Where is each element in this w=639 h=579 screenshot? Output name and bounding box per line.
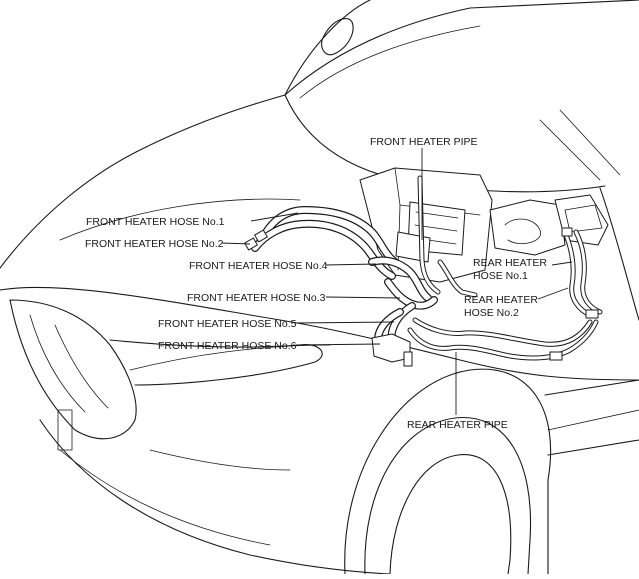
tire-outer bbox=[364, 416, 532, 575]
door-line bbox=[547, 409, 639, 431]
bumper-line bbox=[59, 449, 271, 546]
wheel-arch bbox=[344, 368, 552, 575]
clamp-hose-no1 bbox=[254, 229, 268, 243]
a-pillar bbox=[284, 0, 371, 96]
label-front-heater-pipe: FRONT HEATER PIPE bbox=[370, 136, 478, 148]
fender-line bbox=[0, 286, 639, 381]
fog-lamp bbox=[149, 449, 291, 471]
rear-unit bbox=[489, 199, 566, 256]
wiper-2 bbox=[559, 109, 621, 176]
clamp-hose-no2 bbox=[244, 237, 258, 251]
hood-crease bbox=[59, 198, 301, 241]
tire-inner bbox=[389, 454, 512, 575]
leader-hose-no2 bbox=[221, 242, 251, 245]
grille-outline bbox=[9, 299, 137, 440]
leader-hose-no3 bbox=[325, 296, 401, 299]
label-front-heater-hose-no3: FRONT HEATER HOSE No.3 bbox=[187, 292, 326, 304]
label-rear-heater-hose-no1-line2: HOSE No.1 bbox=[473, 270, 528, 282]
windshield-inner bbox=[299, 25, 481, 99]
label-rear-heater-pipe: REAR HEATER PIPE bbox=[407, 419, 508, 431]
leader-rear-hose-no2 bbox=[537, 287, 569, 300]
label-front-heater-hose-no4: FRONT HEATER HOSE No.4 bbox=[189, 260, 328, 272]
label-front-heater-hose-no5: FRONT HEATER HOSE No.5 bbox=[158, 318, 297, 330]
leader-rear-hose-no1 bbox=[551, 261, 573, 266]
hood-front-edge bbox=[0, 94, 286, 269]
label-front-heater-hose-no1: FRONT HEATER HOSE No.1 bbox=[86, 216, 225, 228]
hoses bbox=[244, 175, 603, 367]
labels: FRONT HEATER PIPE FRONT HEATER HOSE No.1… bbox=[85, 136, 547, 431]
leader-lines bbox=[221, 148, 573, 415]
plate-area bbox=[57, 409, 73, 451]
label-rear-heater-hose-no1-line1: REAR HEATER bbox=[473, 257, 547, 269]
rear-clamp-2 bbox=[561, 227, 573, 237]
door-edge bbox=[544, 379, 639, 396]
wiper bbox=[539, 119, 601, 181]
leader-hose-no1 bbox=[250, 212, 299, 222]
rear-heater-box-detail bbox=[564, 204, 603, 233]
leader-hose-no5 bbox=[295, 321, 395, 324]
label-front-heater-hose-no2: FRONT HEATER HOSE No.2 bbox=[85, 238, 224, 250]
grille-inner-2 bbox=[54, 324, 109, 409]
bumper-lower bbox=[39, 419, 391, 575]
leader-hose-no4 bbox=[325, 263, 377, 266]
rear-clamp-3 bbox=[549, 351, 563, 361]
rear-clamp-1 bbox=[585, 309, 599, 319]
side-mirror bbox=[321, 18, 354, 56]
junction-clip bbox=[403, 351, 413, 367]
label-rear-heater-hose-no2-line2: HOSE No.2 bbox=[464, 307, 519, 319]
rear-unit-detail bbox=[504, 218, 541, 244]
label-front-heater-hose-no6: FRONT HEATER HOSE No.6 bbox=[158, 340, 297, 352]
hood-crease-2 bbox=[129, 344, 331, 371]
headlamp bbox=[109, 339, 323, 386]
right-body-edge bbox=[599, 187, 639, 321]
leader-hose-no6 bbox=[295, 343, 381, 346]
label-rear-heater-hose-no2-line1: REAR HEATER bbox=[464, 294, 538, 306]
grille-inner bbox=[29, 314, 86, 413]
windshield bbox=[284, 0, 639, 96]
rocker-line bbox=[547, 439, 639, 456]
